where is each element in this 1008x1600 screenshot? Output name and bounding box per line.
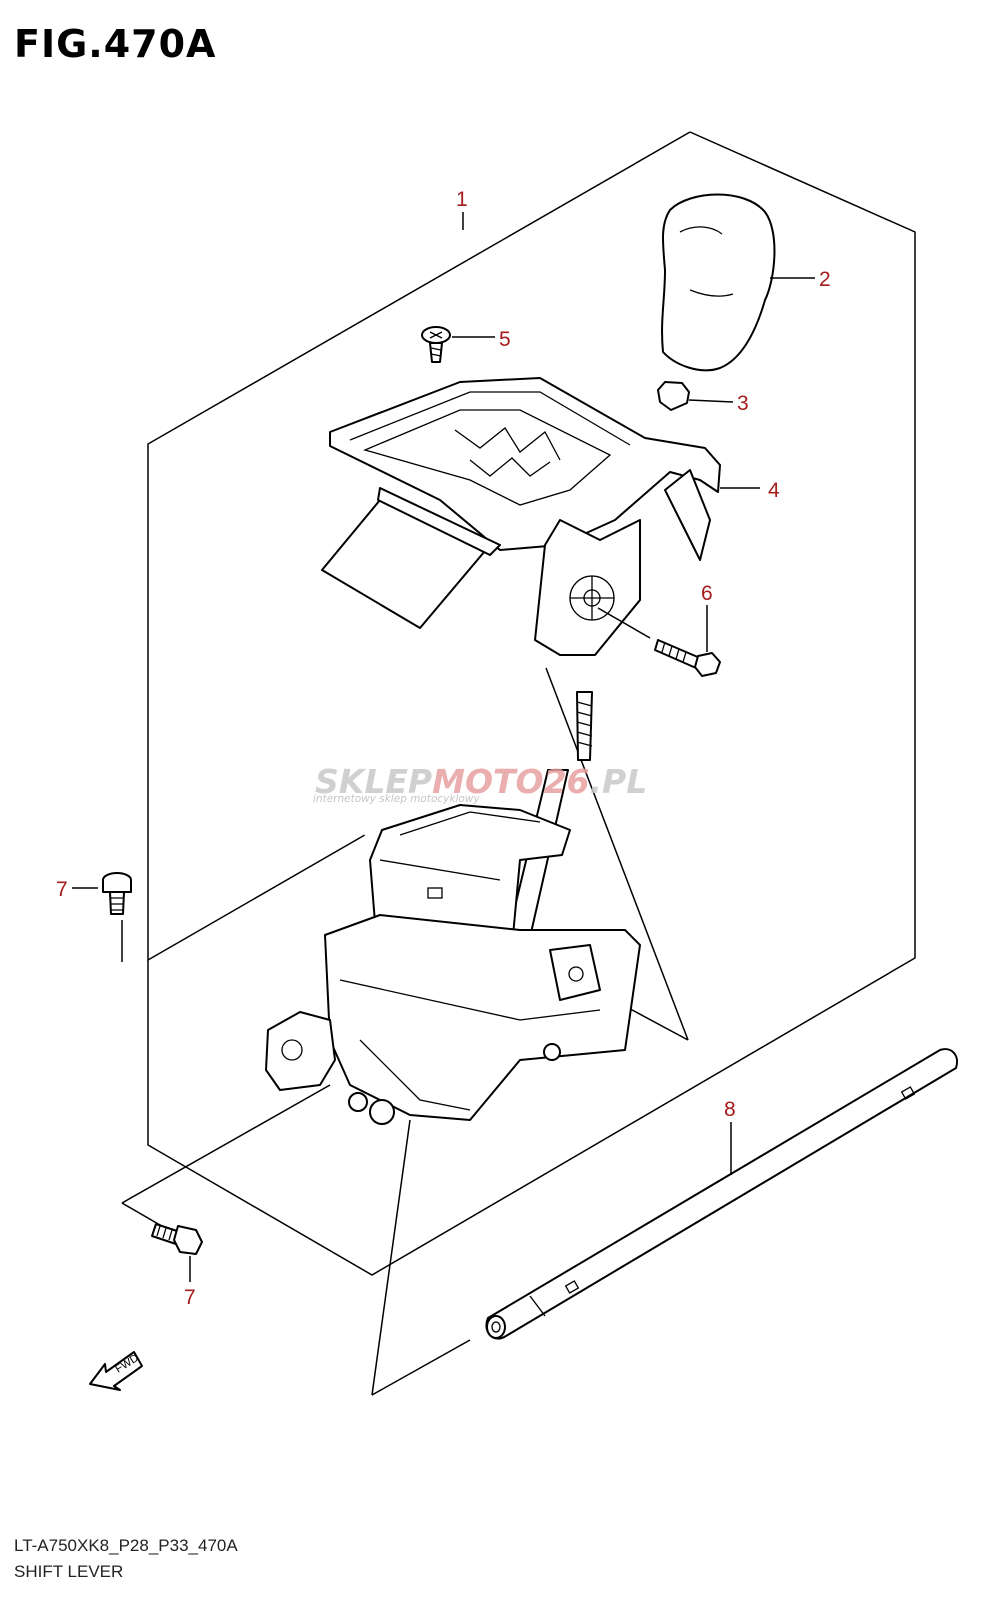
fwd-arrow-icon: FWD xyxy=(89,1351,143,1391)
guide-bolt xyxy=(597,605,721,677)
mount-bolt-upper xyxy=(72,872,132,915)
callout-5: 5 xyxy=(499,328,511,351)
mount-bolt-lower xyxy=(151,1223,203,1282)
svg-text:SKLEPMOTO26.PL: SKLEPMOTO26.PL xyxy=(315,762,647,801)
callout-4: 4 xyxy=(768,479,780,502)
figure-title: FIG.470A xyxy=(14,22,217,66)
watermark-subtitle: internetowy sklep motocyklowy xyxy=(313,793,480,805)
nut xyxy=(657,381,734,411)
watermark: SKLEPMOTO26.PL internetowy sklep motocyk… xyxy=(313,762,647,805)
watermark-right: MOTO xyxy=(432,762,543,801)
callout-3: 3 xyxy=(737,392,749,415)
screw xyxy=(421,326,495,363)
callouts: 1 2 3 4 5 6 7 7 8 xyxy=(56,188,831,1309)
callout-6: 6 xyxy=(701,582,713,605)
callout-7-lower: 7 xyxy=(184,1286,196,1309)
shift-lever-assembly xyxy=(265,691,641,1125)
watermark-left: SKLEP xyxy=(315,762,432,801)
watermark-suffix: .PL xyxy=(590,762,648,801)
figure-code: LT-A750XK8_P28_P33_470A xyxy=(14,1536,238,1555)
callout-7-upper: 7 xyxy=(56,878,68,901)
shift-knob xyxy=(661,193,815,372)
watermark-number: 26 xyxy=(544,762,590,801)
figure-name: SHIFT LEVER xyxy=(14,1562,124,1581)
callout-2: 2 xyxy=(819,268,831,291)
shift-guide xyxy=(321,377,760,656)
callout-8: 8 xyxy=(724,1098,736,1121)
callout-1: 1 xyxy=(456,188,468,211)
shift-shaft xyxy=(485,1048,958,1340)
assembly-outline xyxy=(147,131,916,1276)
